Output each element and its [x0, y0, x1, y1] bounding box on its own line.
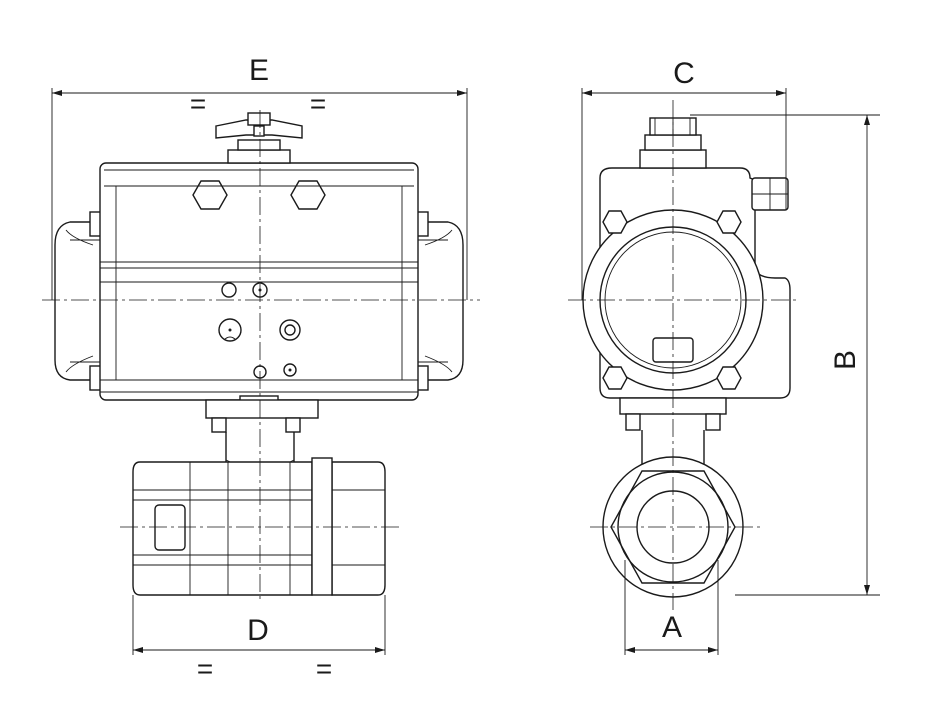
side-view — [568, 100, 800, 610]
hex-plug — [290, 180, 326, 210]
dimension-label-a: A — [662, 611, 682, 644]
actuator-body — [99, 162, 419, 401]
dimension-label-e: E — [249, 54, 269, 87]
dimension-label-b: B — [829, 350, 862, 370]
dimension-label-c: C — [673, 57, 695, 90]
mounting-bracket — [205, 399, 319, 419]
equal-mark: = — [310, 88, 326, 119]
hex-plug — [192, 180, 228, 210]
front-view — [42, 110, 480, 600]
dimension-label-d: D — [247, 614, 269, 647]
equal-mark: = — [190, 88, 206, 119]
equal-mark: = — [197, 653, 213, 684]
equal-mark: = — [316, 653, 332, 684]
position-indicator — [215, 112, 303, 164]
dimension-lines — [51, 88, 880, 655]
valve-body — [132, 457, 386, 596]
left-end-cap — [54, 221, 100, 381]
right-end-cap — [418, 221, 464, 381]
